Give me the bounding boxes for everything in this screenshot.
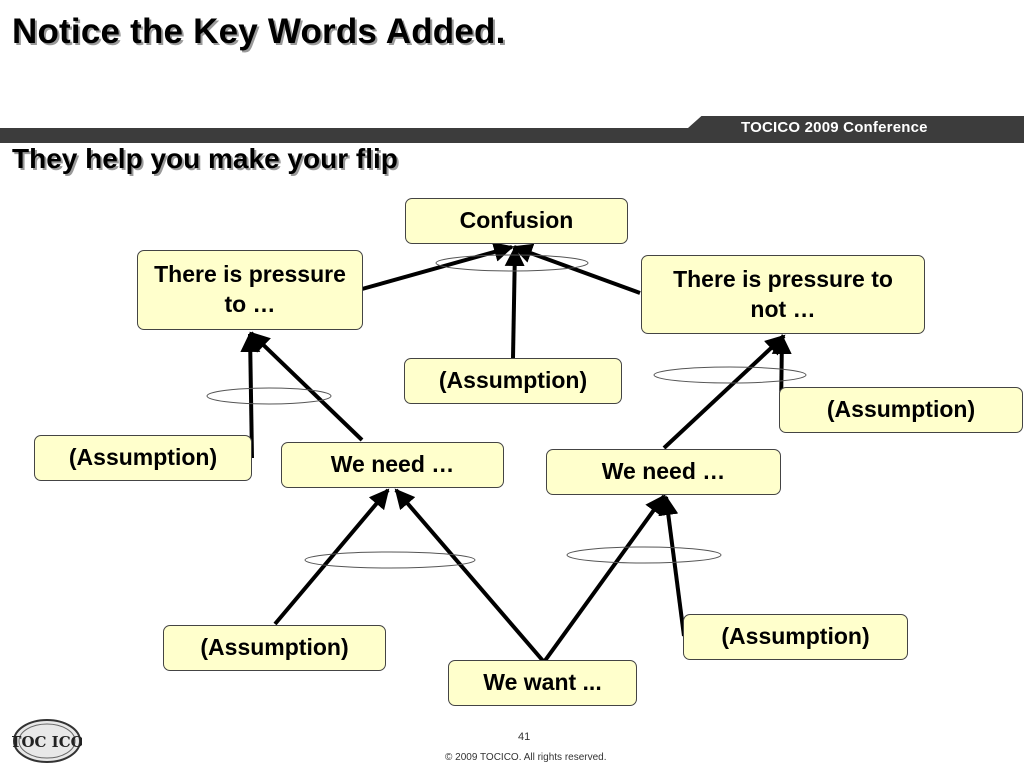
arrow-pressure-to-confusion [361,242,514,291]
node-assumption-left[interactable]: (Assumption) [34,435,252,481]
assumption-ellipse-bottom-right [566,546,722,564]
node-assumption-left-label: (Assumption) [68,444,218,471]
logo-text: TOC ICO [12,733,82,751]
page-number: 41 [518,731,531,743]
arrow-need-right-pressure-not [662,334,786,450]
node-need-right[interactable]: We need … [546,449,781,495]
arrow-want-need-left [394,488,546,664]
node-want[interactable]: We want ... [448,660,637,706]
node-assumption-right-label: (Assumption) [826,396,976,423]
node-assumption-bottom-right-label: (Assumption) [721,623,870,650]
assumption-ellipse-top [435,254,589,272]
header-band [0,128,1024,143]
slide-subtitle: They help you make your flip [12,143,398,174]
arrow-assumption-center-confusion [504,246,525,359]
node-need-left-label: We need … [330,451,455,478]
arrow-pressure-not-confusion [512,243,641,295]
node-pressure-to[interactable]: There is pressure to … [137,250,363,330]
node-pressure-not-label: There is pressure to not … [673,265,893,322]
tocico-logo: TOC ICO [12,719,82,763]
copyright-notice: © 2009 TOCICO. All rights reserved. [445,752,607,763]
node-pressure-not[interactable]: There is pressure to not … [641,255,925,334]
arrow-assumption-left-pressure-to [240,332,261,459]
node-want-label: We want ... [483,669,602,696]
arrow-need-left-pressure-to [249,331,364,442]
arrow-want-need-right [542,494,666,664]
node-assumption-bottom-left[interactable]: (Assumption) [163,625,386,671]
node-confusion-label: Confusion [459,207,574,234]
node-assumption-bottom-left-label: (Assumption) [200,634,349,661]
node-assumption-center-label: (Assumption) [438,367,588,394]
arrow-assumption-bottom-left-need-left [273,488,390,626]
assumption-ellipse-bottom-left [304,551,476,569]
node-pressure-to-label: There is pressure to … [154,261,346,317]
assumption-ellipse-right [653,366,807,384]
assumption-ellipse-left [206,387,332,405]
node-assumption-right[interactable]: (Assumption) [779,387,1023,433]
conference-tab [688,116,1024,128]
node-need-right-label: We need … [601,458,726,485]
node-assumption-center[interactable]: (Assumption) [404,358,622,404]
node-need-left[interactable]: We need … [281,442,504,488]
node-confusion[interactable]: Confusion [405,198,628,244]
arrow-assumption-bottom-right-need-right [658,495,686,637]
conference-label: TOCICO 2009 Conference [741,119,928,136]
slide-title: Notice the Key Words Added. [12,12,506,51]
node-assumption-bottom-right[interactable]: (Assumption) [683,614,908,660]
